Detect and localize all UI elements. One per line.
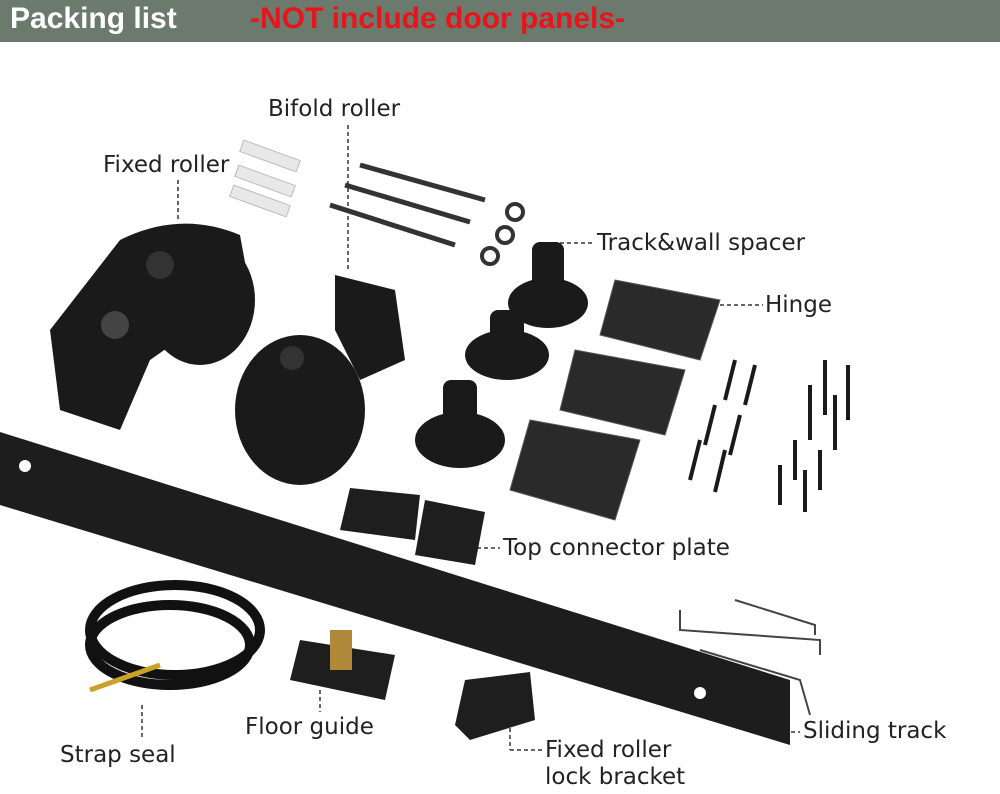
sliding-track [0,432,790,745]
wall-anchors [229,139,301,218]
bifold-roller [235,275,405,485]
label-floor-guide: Floor guide [245,714,374,740]
lag-screws [329,162,486,248]
label-sliding-track: Sliding track [803,718,947,744]
label-hinge: Hinge [765,292,833,318]
fixed-roller [50,223,255,430]
small-screws [688,359,850,512]
strap-seal [85,580,265,693]
header-title: Packing list [10,2,177,35]
hex-keys [679,599,821,716]
label-lock-bracket-line2: lock bracket [545,764,686,790]
label-lock-bracket-line1: Fixed roller [545,737,672,763]
label-track-wall-spacer: Track&wall spacer [597,230,806,256]
top-connector-plates [340,488,485,565]
hinges [509,279,721,521]
floor-guide [290,630,395,700]
washers [480,202,525,266]
header-bar: Packing list -NOT include door panels- [0,0,1000,42]
fixed-roller-lock-bracket [455,672,535,740]
header-notice: -NOT include door panels- [250,2,626,35]
label-bifold-roller: Bifold roller [268,96,401,122]
label-strap-seal: Strap seal [60,742,176,768]
label-top-connector-plate: Top connector plate [503,535,730,561]
track-wall-spacers [415,242,588,468]
label-fixed-roller: Fixed roller [103,152,230,178]
